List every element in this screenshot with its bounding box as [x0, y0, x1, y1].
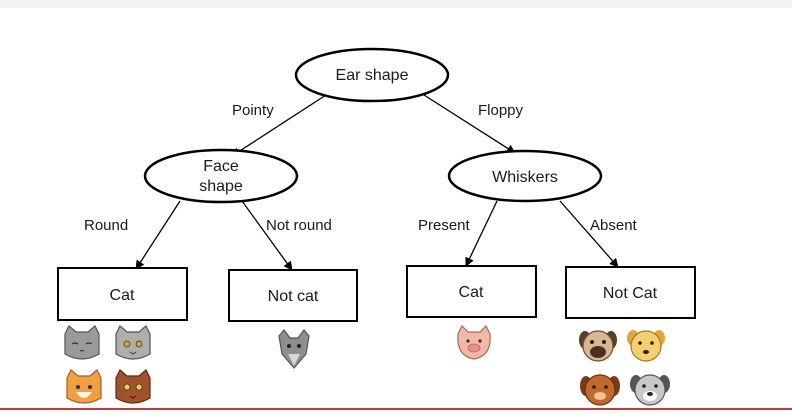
node-face-shape-label-line2: shape [199, 178, 243, 195]
pug-dog-icon [579, 330, 617, 362]
leaf-not-cat-right [565, 266, 696, 319]
edge-label-absent: Absent [590, 217, 638, 234]
leaf-cat-left [57, 267, 188, 321]
leaf-not-cat-left-label: Not cat [268, 288, 319, 305]
edge-absent-line [559, 200, 619, 268]
edge-present-line [465, 200, 498, 267]
edge-label-floppy: Floppy [478, 102, 524, 119]
brown-dog-icon [580, 374, 620, 406]
gray-dog-icon [630, 374, 670, 406]
edge-not-round-line [241, 200, 293, 271]
leaf-not-cat-left [228, 269, 358, 322]
edge-floppy-line [423, 94, 516, 154]
edge-label-present: Present [418, 217, 471, 234]
node-face-shape-label-line1: Face [203, 158, 239, 175]
pink-pig-icon [457, 324, 491, 360]
edge-pointy-line [231, 94, 327, 157]
top-band [0, 0, 792, 8]
brown-cat-icon [115, 369, 151, 404]
gray-cat-icon [115, 325, 151, 360]
orange-cat-icon [66, 369, 102, 404]
bottom-rule [0, 408, 792, 410]
gray-wolf-icon [278, 329, 310, 369]
node-face-shape [143, 148, 299, 204]
edge-round-line [135, 200, 181, 270]
node-whiskers-label: Whiskers [492, 169, 558, 186]
gray-cat-icon [64, 325, 100, 360]
root-node-ear-shape [294, 47, 450, 103]
leaf-cat-left-label: Cat [110, 287, 135, 304]
leaf-cat-right-label: Cat [459, 284, 484, 301]
edge-label-round: Round [84, 217, 128, 234]
leaf-not-cat-right-label: Not Cat [603, 285, 658, 302]
node-whiskers [447, 149, 603, 203]
edge-label-pointy: Pointy [232, 102, 274, 119]
yellow-dog-icon [627, 330, 665, 362]
edge-label-not-round: Not round [266, 217, 332, 234]
root-node-label: Ear shape [336, 67, 409, 84]
leaf-cat-right [406, 265, 537, 318]
